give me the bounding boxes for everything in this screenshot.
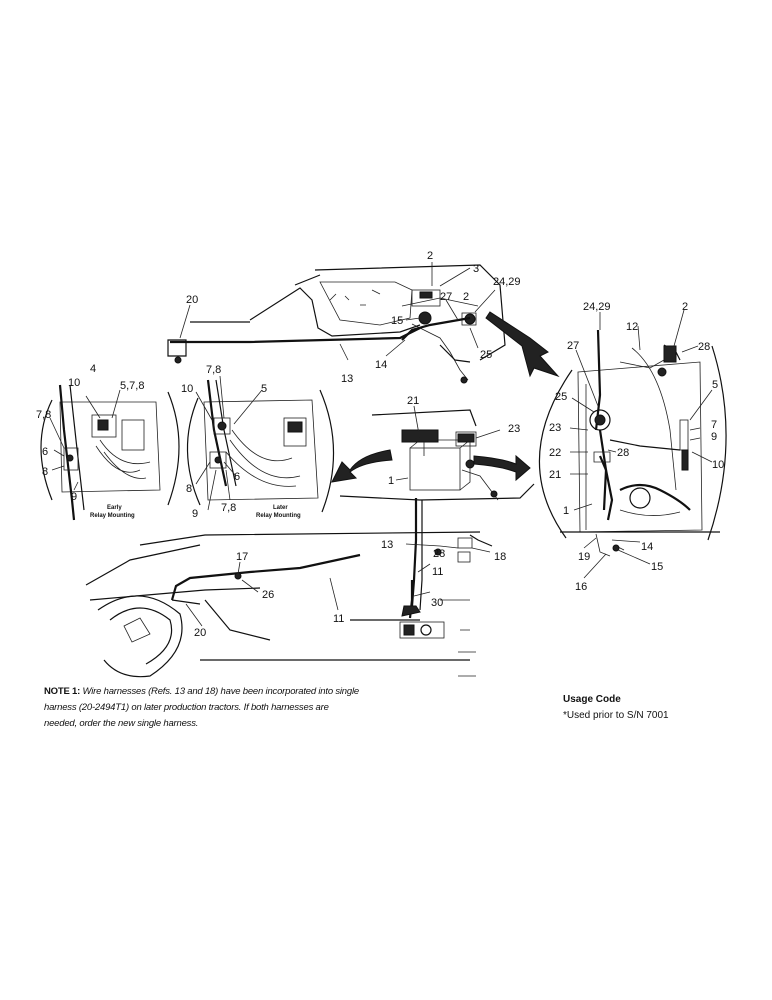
callout-20: 20 [194,627,206,639]
callout-14: 14 [375,359,387,371]
callout-9: 9 [192,508,198,520]
callout-1: 1 [563,505,569,517]
callout-20: 20 [186,294,198,306]
callout-3: 3 [473,263,479,275]
right-harness-detail [538,309,727,579]
callout-25: 25 [555,391,567,403]
usage-code-heading: Usage Code [563,694,621,705]
callout-13: 13 [341,373,353,385]
callout-11: 11 [333,613,344,625]
callout-28: 28 [617,447,629,459]
callout-13: 13 [381,539,393,551]
callout-21: 21 [549,469,561,481]
later-caption-line2: Relay Mounting [256,513,301,519]
note-label: NOTE 1: [44,686,81,697]
callout-5-7-8: 5,7,8 [120,380,144,392]
callout-10: 10 [68,377,80,389]
usage-code-block: Usage Code *Used prior to S/N 7001 [563,692,669,724]
bottom-chassis-assembly [85,531,481,678]
callout-28: 28 [433,548,445,560]
callout-27: 27 [440,291,452,303]
callout-1: 1 [388,475,394,487]
callout-27: 27 [567,340,579,352]
callout-4: 4 [90,363,96,375]
callout-7-8: 7,8 [206,364,221,376]
callout-5: 5 [261,383,267,395]
callout-23: 23 [508,423,520,435]
top-console-assembly [167,262,560,384]
callout-10: 10 [181,383,193,395]
callout-2: 2 [463,291,469,303]
callout-26: 26 [262,589,274,601]
early-relay-mounting-detail [40,384,180,521]
callout-7: 7 [711,419,717,431]
callout-2: 2 [682,301,688,313]
callout-22: 22 [549,447,561,459]
callout-18: 18 [494,551,506,563]
later-caption-line1: Later [273,505,288,511]
callout-7-8: 7,8 [221,502,236,514]
callout-9: 9 [711,431,717,443]
note-text: Wire harnesses (Refs. 13 and 18) have be… [44,686,359,729]
callout-8: 8 [186,483,192,495]
callout-6: 6 [234,471,240,483]
callout-15: 15 [391,315,403,327]
callout-24-29: 24,29 [493,276,521,288]
callout-5: 5 [712,379,718,391]
callout-6: 6 [42,446,48,458]
callout-25: 25 [480,349,492,361]
callout-10: 10 [712,459,724,471]
usage-code-line: *Used prior to S/N 7001 [563,710,669,721]
early-caption-line2: Relay Mounting [90,513,135,519]
callout-7-8: 7,8 [36,409,51,421]
callout-28: 28 [698,341,710,353]
callout-24-29: 24,29 [583,301,611,313]
center-control-box [331,405,535,611]
callout-21: 21 [407,395,419,407]
callout-12: 12 [626,321,638,333]
callout-23: 23 [549,422,561,434]
callout-19: 19 [578,551,590,563]
callout-30: 30 [431,597,443,609]
callout-2: 2 [427,250,433,262]
callout-15: 15 [651,561,663,573]
callout-14: 14 [641,541,653,553]
early-caption-line1: Early [107,505,122,511]
callout-16: 16 [575,581,587,593]
callout-9: 9 [71,491,77,503]
callout-17: 17 [236,551,248,563]
later-relay-mounting-detail [186,375,335,513]
callout-11: 11 [432,566,443,578]
callout-8: 8 [42,466,48,478]
note-block: NOTE 1: Wire harnesses (Refs. 13 and 18)… [44,684,362,732]
